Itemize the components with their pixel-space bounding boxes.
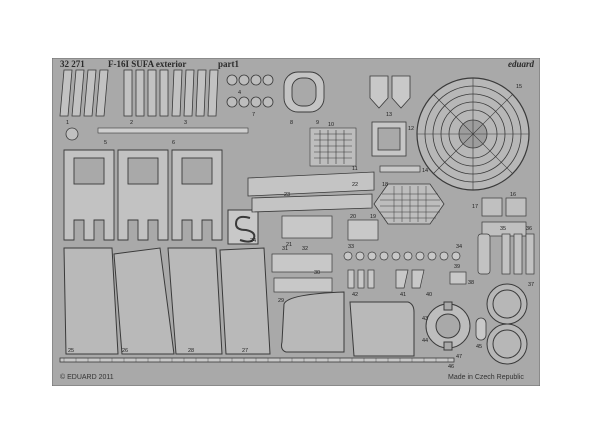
part-num-8: 8	[290, 120, 293, 126]
strip-parts-2	[123, 69, 169, 117]
part-num-16: 16	[510, 192, 516, 198]
part-num-24: 24	[250, 238, 256, 244]
round-row-33-34	[343, 251, 461, 261]
bottom-rail	[59, 357, 455, 363]
part-num-46: 46	[448, 364, 454, 370]
part-num-6: 6	[172, 140, 175, 146]
small-parts-19-21	[281, 215, 379, 241]
part-num-10: 10	[328, 122, 334, 128]
part-num-23: 23	[284, 192, 290, 198]
part-num-3: 3	[184, 120, 187, 126]
bracket-parts	[63, 149, 223, 241]
copyright-text: © EDUARD 2011	[60, 374, 114, 381]
part-num-37: 37	[528, 282, 534, 288]
part-num-34: 34	[456, 244, 462, 250]
part-num-1: 1	[66, 120, 69, 126]
part-num-18: 18	[382, 182, 388, 188]
part-num-39: 39	[454, 264, 460, 270]
etch-fret: 1 2 3 4 5 6 7 8 9 10 11 12 13 14 15 16 1…	[51, 57, 541, 387]
part-num-21: 21	[286, 242, 292, 248]
part-num-30: 30	[314, 270, 320, 276]
part-num-42: 42	[352, 292, 358, 298]
ring-part-43	[425, 301, 471, 351]
large-panels-25-28	[63, 247, 271, 355]
part-num-2: 2	[130, 120, 133, 126]
wedge-parts-22-23	[247, 171, 375, 213]
mesh-part-10	[309, 127, 357, 167]
part-num-38: 38	[468, 280, 474, 286]
part-num-13: 13	[386, 112, 392, 118]
hex-grid-18	[373, 183, 445, 225]
part-num-7: 7	[252, 112, 255, 118]
part-label: part1	[218, 59, 239, 69]
tab-parts-38-42	[347, 269, 467, 289]
part-num-40: 40	[426, 292, 432, 298]
pill-part-45	[475, 317, 487, 341]
part-num-36: 36	[526, 226, 532, 232]
strip-parts-1	[59, 69, 109, 117]
part-num-19: 19	[370, 214, 376, 220]
grid-parts-16-17	[481, 197, 527, 237]
brand-logo: eduard	[507, 59, 534, 69]
part-num-35: 35	[500, 226, 506, 232]
part-num-43: 43	[422, 316, 428, 322]
part-num-20: 20	[350, 214, 356, 220]
slat-parts-35-36	[477, 233, 535, 275]
round-parts	[226, 74, 274, 108]
part-num-5: 5	[104, 140, 107, 146]
part-num-14: 14	[422, 168, 428, 174]
part-num-29: 29	[278, 298, 284, 304]
emblem-part-24	[227, 209, 259, 245]
origin-text: Made in Czech Republic	[448, 374, 524, 381]
part-num-25: 25	[68, 348, 74, 354]
part-num-28: 28	[188, 348, 194, 354]
part-num-9: 9	[316, 120, 319, 126]
part-num-33: 33	[348, 244, 354, 250]
part-num-45: 45	[476, 344, 482, 350]
frame-part-8	[283, 71, 325, 113]
tab-row-5-6	[97, 127, 249, 134]
part-number-labels: 1 2 3 4 5 6 7 8 9 10 11 12 13 14 15 16 1…	[66, 84, 534, 370]
fret-artwork: 1 2 3 4 5 6 7 8 9 10 11 12 13 14 15 16 1…	[51, 57, 541, 387]
part-num-41: 41	[400, 292, 406, 298]
part-num-22: 22	[352, 182, 358, 188]
part-num-26: 26	[122, 348, 128, 354]
part-num-27: 27	[242, 348, 248, 354]
part-num-4: 4	[238, 90, 241, 96]
part-num-47: 47	[456, 354, 462, 360]
part-num-31: 31	[282, 246, 288, 252]
part-num-15: 15	[516, 84, 522, 90]
part-num-12: 12	[408, 126, 414, 132]
set-number: 32 271	[60, 59, 85, 69]
part-num-44: 44	[422, 338, 428, 344]
part-num-11: 11	[352, 166, 358, 172]
small-parts-29-32	[271, 253, 333, 293]
rounded-panels	[281, 291, 415, 357]
frame-part-12	[371, 121, 407, 157]
round-frames-37	[486, 283, 528, 365]
rail-part-14	[379, 165, 421, 173]
part-num-32: 32	[302, 246, 308, 252]
part-num-17: 17	[472, 204, 478, 210]
radial-disc-15	[416, 77, 530, 191]
round-part-1	[65, 127, 79, 141]
strip-parts-3	[171, 69, 219, 117]
shield-parts-13	[369, 75, 411, 109]
fret-title: F-16I SUFA exterior	[108, 59, 187, 69]
